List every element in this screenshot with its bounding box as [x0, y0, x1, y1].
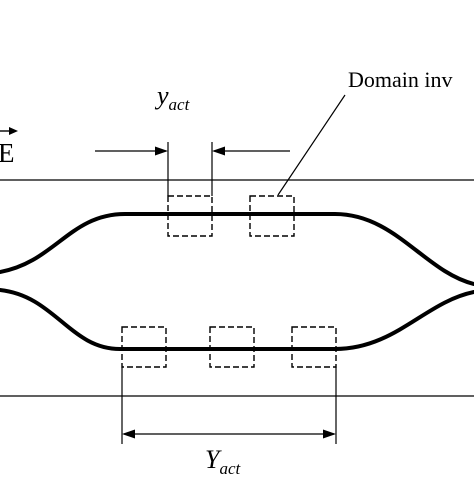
- field-vector-arrowhead: [9, 127, 18, 135]
- small-dimension-label: yact: [154, 81, 191, 114]
- small-dimension-arrowhead-left: [155, 146, 168, 156]
- domain-inversion-region: [249, 195, 295, 237]
- domain-inversion-region: [291, 326, 337, 368]
- field-vector-label: E: [0, 138, 15, 168]
- small-dimension-arrowhead-right: [212, 146, 225, 156]
- small-dimension-symbol: y: [154, 81, 169, 110]
- large-dimension-arrowhead-left: [122, 429, 135, 439]
- domain-inversion-region: [167, 195, 213, 237]
- small-dimension-subscript: act: [169, 95, 191, 114]
- domain-inversion-region: [209, 326, 255, 368]
- large-dimension-arrowhead-right: [323, 429, 336, 439]
- callout-label: Domain inv: [348, 67, 453, 92]
- callout-leader-line: [277, 94, 346, 196]
- large-dimension-label: Yact: [205, 445, 242, 474]
- waveguide-upper-arm: [0, 212, 474, 286]
- large-dimension-symbol: Y: [205, 445, 222, 474]
- waveguide-lower-arm: [0, 288, 474, 351]
- large-dimension-subscript: act: [219, 459, 241, 474]
- domain-inversion-region: [121, 326, 167, 368]
